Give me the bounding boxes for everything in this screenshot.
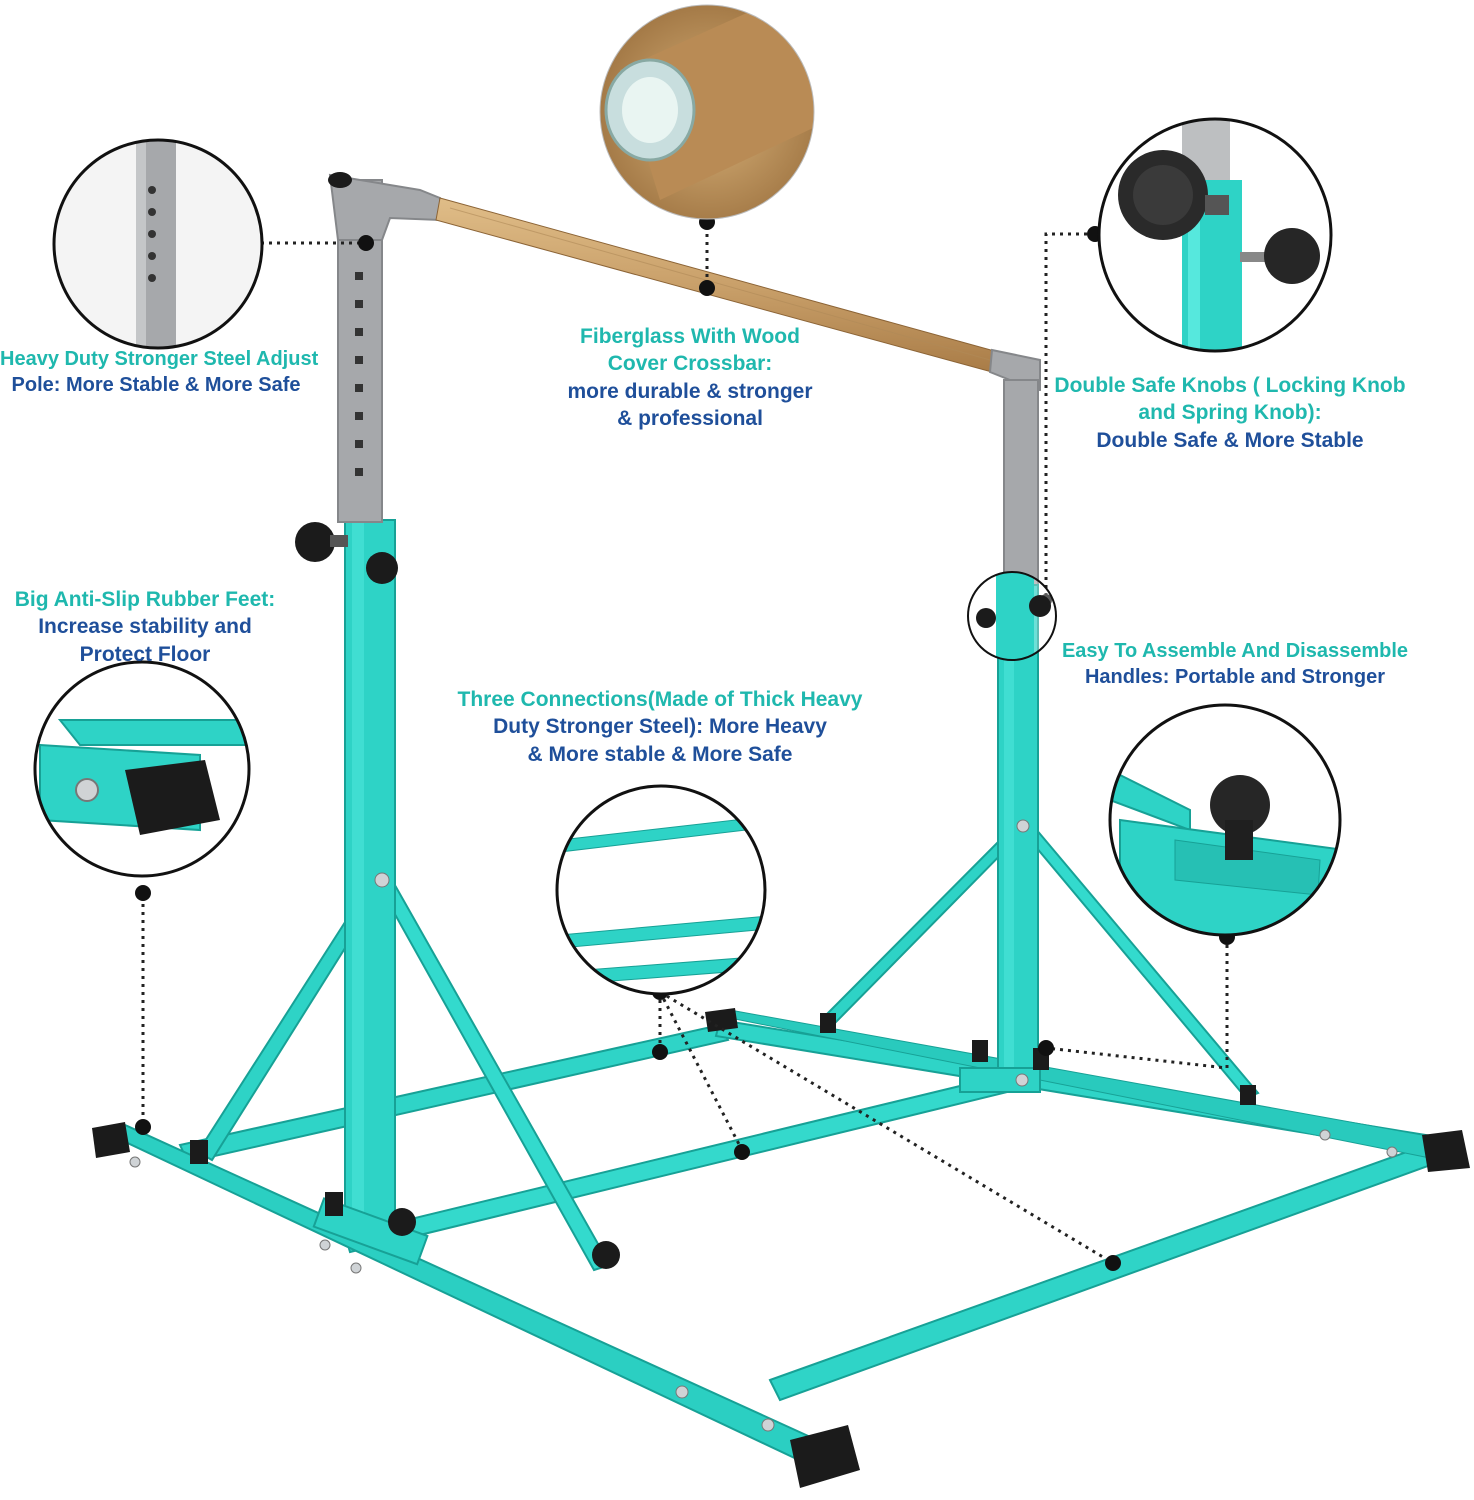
foot-right <box>1422 1130 1470 1172</box>
foot-back <box>705 1008 738 1032</box>
left-knobs <box>295 522 398 584</box>
frame <box>92 172 1470 1488</box>
callout-handles-line1: Easy To Assemble And Disassemble <box>1061 640 1409 662</box>
callout-crossbar-line4: & professional <box>617 406 763 430</box>
callout-crossbar-line1: Fiberglass With Wood <box>580 325 800 348</box>
callout-crossbar-line2: Cover Crossbar: <box>607 352 773 376</box>
detail-handle-circle <box>1108 703 1342 937</box>
right-brace-back <box>824 823 1027 1024</box>
callout-pole-line2: Pole: More Stable & More Safe <box>11 374 301 396</box>
right-upright-grey <box>1003 379 1039 591</box>
detail-connection-circle <box>555 784 767 996</box>
foot-front <box>790 1425 860 1488</box>
callout-connections-line3: & More stable & More Safe <box>527 742 793 766</box>
base-knobs <box>190 1013 1256 1269</box>
detail-pole-circle <box>52 138 264 350</box>
callout-connections: Three Connections(Made of Thick Heavy Du… <box>430 686 890 768</box>
detail-crossbar-circle <box>599 4 815 220</box>
left-base-beam <box>96 1123 853 1472</box>
callout-handles: Easy To Assemble And Disassemble Handles… <box>1050 638 1420 690</box>
callout-knobs-line3: Double Safe & More Stable <box>1096 428 1364 452</box>
callout-dots <box>135 214 1235 1271</box>
callout-handles-line2: Handles: Portable and Stronger <box>1084 666 1386 688</box>
callout-feet: Big Anti-Slip Rubber Feet: Increase stab… <box>0 586 290 668</box>
callout-knobs: Double Safe Knobs ( Locking Knob and Spr… <box>1050 372 1410 454</box>
top-corner-left <box>328 173 441 241</box>
callout-connections-line2: Duty Stronger Steel): More Heavy <box>493 715 827 739</box>
detail-knobs-circle <box>1097 117 1333 353</box>
back-left-rail <box>178 1023 730 1164</box>
detail-small-knob-circle <box>967 571 1057 661</box>
detail-foot-circle <box>33 660 251 878</box>
callout-pole: Heavy Duty Stronger Steel Adjust Pole: M… <box>0 346 319 398</box>
callout-pole-line1: Heavy Duty Stronger Steel Adjust <box>0 348 319 370</box>
callout-crossbar: Fiberglass With Wood Cover Crossbar: mor… <box>530 323 850 432</box>
callout-knobs-line1: Double Safe Knobs ( Locking Knob <box>1054 374 1406 397</box>
callout-crossbar-line3: more durable & stronger <box>567 379 813 403</box>
bolts <box>129 819 1398 1432</box>
callout-feet-line2: Increase stability and <box>38 615 252 639</box>
callout-feet-line1: Big Anti-Slip Rubber Feet: <box>14 588 276 611</box>
callout-knobs-line2: and Spring Knob): <box>1138 401 1322 425</box>
callout-connectors <box>141 226 1229 1265</box>
callout-feet-line3: Protect Floor <box>79 642 211 666</box>
foot-left <box>92 1122 130 1158</box>
callout-connections-line1: Three Connections(Made of Thick Heavy <box>457 688 863 711</box>
